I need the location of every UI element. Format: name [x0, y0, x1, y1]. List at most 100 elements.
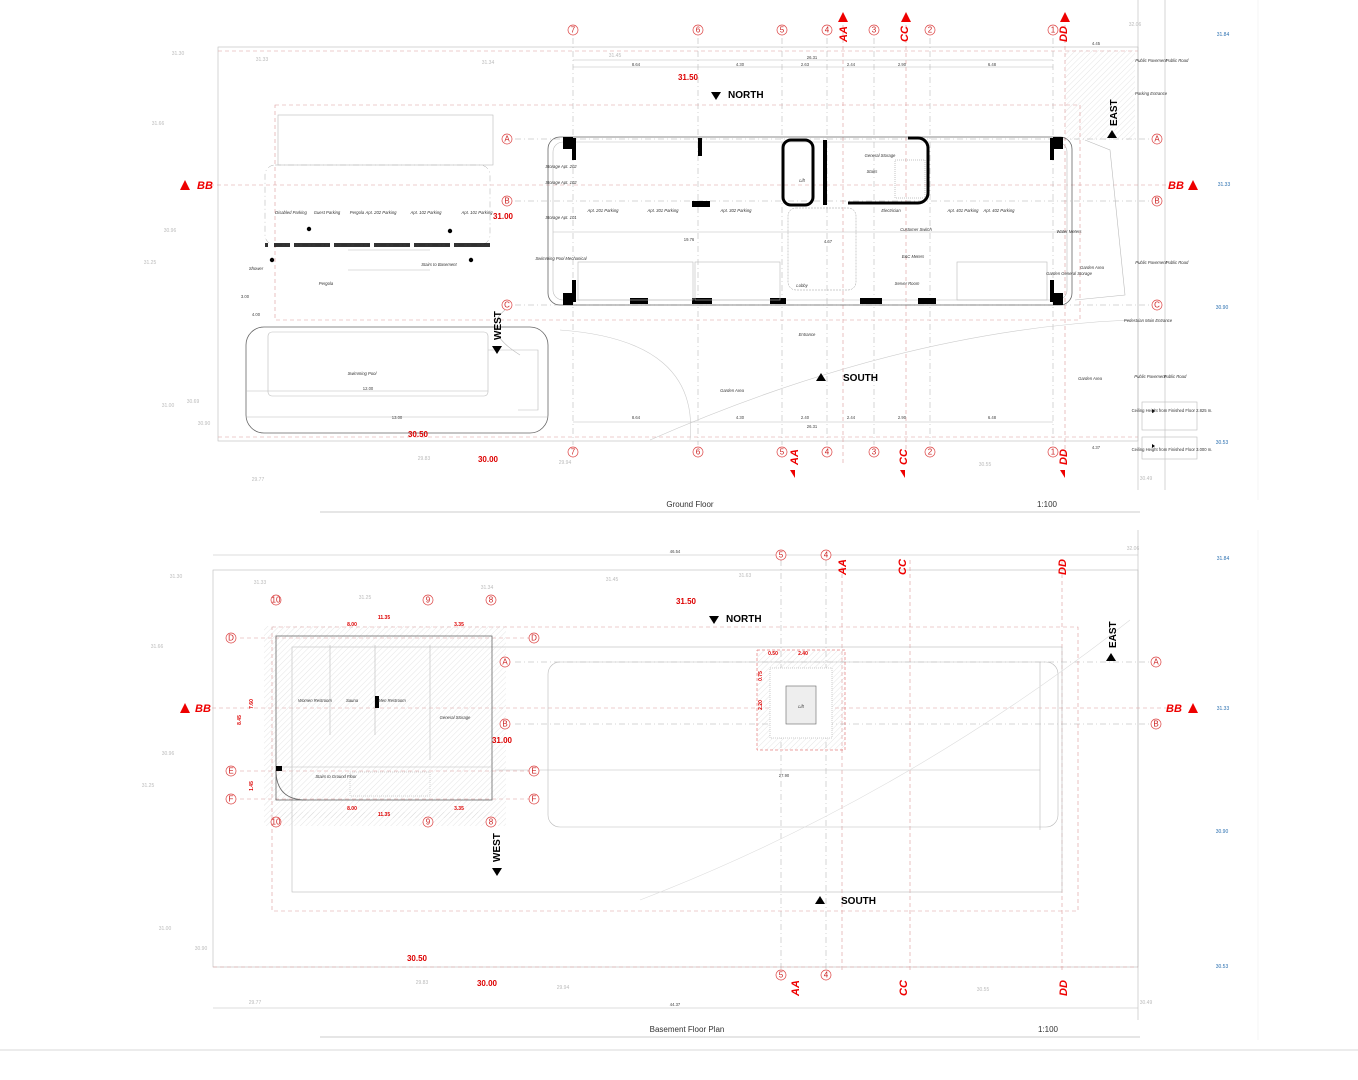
- drawing-line: [1047, 446, 1059, 458]
- level-labels: 31.50 31.00 30.50 30.00: [408, 73, 699, 464]
- label-basement-directions-south: SOUTH: [841, 896, 876, 907]
- direction-labels: NORTH SOUTH WEST EAST: [492, 614, 1119, 907]
- label-basement-dimensions-12: 0.75: [758, 671, 764, 681]
- drawing-line: [692, 24, 704, 36]
- drawing-line: [572, 280, 576, 302]
- label-ground-site_labels-2: Parking Entrance: [1135, 91, 1168, 96]
- grid-markers-top: 7 6 5 4 3 2 1: [567, 24, 1059, 36]
- drawing-line: [1151, 299, 1163, 311]
- label-basement-contours-7: 30.96: [162, 751, 175, 757]
- label-basement-grid_numbers-0: 10: [272, 596, 281, 605]
- label-ground-dimensions-6: 6.48: [988, 62, 997, 67]
- label-basement-rooms-5: Lift: [798, 704, 804, 709]
- label-ground-rooms-19: Garden Area: [1080, 265, 1104, 270]
- label-ground-levels-l2: 31.00: [493, 212, 514, 221]
- drawing-line: [649, 319, 1131, 441]
- grid-label: 7: [571, 26, 576, 35]
- drawing-line: [528, 765, 540, 777]
- label-ground-site_labels-0: Public Pavement: [1135, 58, 1167, 63]
- plan-scale: 1:100: [1038, 1025, 1059, 1034]
- drawing-line: [692, 201, 710, 207]
- drawing-line: [1060, 470, 1065, 478]
- grid-label: 7: [571, 448, 576, 457]
- label-ground-grid_letters-1: B: [1154, 197, 1159, 206]
- label-ground-rooms-2: Storage Apt. 101: [545, 215, 576, 220]
- grid-label: 3: [872, 26, 877, 35]
- label-ground-dimensions-8: 4.67: [824, 239, 833, 244]
- label-basement-dimensions-3: 8.00: [347, 622, 357, 628]
- label-basement-grid_numbers-3: 5: [779, 971, 784, 980]
- label-ground-rooms-3: Swimming Pool Mechanical: [535, 256, 587, 261]
- drawing-line: [268, 243, 274, 247]
- north-arrow-icon: [711, 92, 721, 100]
- grid-label: 6: [696, 448, 701, 457]
- drawing-line: [499, 656, 511, 668]
- contour-levels: 31.30 31.33 31.34 31.45 31.66 30.96 31.2…: [144, 22, 1231, 483]
- drawing-line: [692, 446, 704, 458]
- plan-title: Basement Floor Plan: [650, 1025, 725, 1034]
- label-basement-contours-11: 29.77: [249, 1000, 262, 1006]
- label-ground-rooms-31: Garden Area: [1078, 376, 1102, 381]
- grid-label: 5: [780, 26, 785, 35]
- pool-deck: [245, 326, 549, 434]
- west-label: WEST: [493, 311, 504, 340]
- room-labels: Women Restroom Sauna Men Restroom Genera…: [298, 698, 805, 779]
- label-basement-directions-east: EAST: [1108, 621, 1119, 648]
- label-ground-site_labels-6: Public Pavement: [1134, 374, 1166, 379]
- label-basement-sections-bb: BB: [1166, 703, 1182, 715]
- drawing-line: [868, 446, 880, 458]
- label-ground-contours-0: 31.30: [172, 51, 185, 57]
- label-basement-grid_letters-3: E: [228, 767, 233, 776]
- label-ground-rooms-28: Swimming Pool: [348, 371, 378, 376]
- drawing-line: [559, 329, 691, 441]
- label-ground-grid_letters-2: C: [1154, 301, 1160, 310]
- drawing-line: [1141, 401, 1198, 431]
- label-basement-grid_letters-4: F: [532, 795, 537, 804]
- grid-markers-bottom: 7 6 5 4 3 2 1: [567, 446, 1059, 458]
- drawing-line: [820, 549, 832, 561]
- label-basement-contours-12: 29.83: [416, 980, 429, 986]
- label-ground-contours-1: 31.33: [256, 57, 269, 63]
- east-label: EAST: [1109, 99, 1120, 126]
- ceiling-height-note: Ceiling Height from Finished Floor 3.000…: [1132, 447, 1213, 452]
- drawing-line: [422, 816, 434, 828]
- drawing-line: [552, 141, 1068, 301]
- drawing-line: [447, 228, 453, 234]
- drawing-line: [577, 261, 694, 301]
- drawing-line: [924, 24, 936, 36]
- label-basement-contours_blue-2: 30.90: [1216, 829, 1229, 835]
- label-ground-contours-5: 30.96: [164, 228, 177, 234]
- label-basement-sections-cc: CC: [898, 979, 910, 996]
- label-ground-rooms-27: Pergola: [319, 281, 334, 286]
- drawing-line: [1047, 24, 1059, 36]
- label-basement-grid_letters-0: D: [228, 634, 234, 643]
- label-ground-dimensions-7: 19.76: [684, 237, 695, 242]
- north-arrow-icon: [709, 616, 719, 624]
- label-ground-contours-7: 31.00: [162, 403, 175, 409]
- label-basement-rooms-2: Men Restroom: [378, 698, 406, 703]
- label-ground-levels-l1: 31.50: [678, 73, 699, 82]
- label-basement-contours-5: 31.63: [739, 573, 752, 579]
- label-ground-rooms-10: Electrician: [881, 208, 901, 213]
- label-basement-directions-west: WEST: [492, 833, 503, 862]
- label-ground-grid_letters-2: C: [504, 301, 510, 310]
- label-ground-rooms-5: Apt. 301 Parking: [647, 208, 680, 213]
- south-label: SOUTH: [843, 373, 878, 384]
- label-basement-contours-15: 30.49: [1140, 1000, 1153, 1006]
- label-ground-dimensions-20: 3.00: [241, 294, 250, 299]
- drawing-line: [270, 816, 282, 828]
- dimension-labels: 26.31 8.64 4.30 2.63 2.44 2.90 6.48 19.7…: [241, 41, 1101, 450]
- drawing-line: [306, 226, 312, 232]
- label-ground-rooms-12: E&C Meters: [902, 254, 925, 259]
- label-ground-contours_blue-0: 31.84: [1217, 32, 1230, 38]
- label-ground-sections-cc: CC: [898, 448, 910, 465]
- drawing-line: [1050, 280, 1054, 302]
- site-labels: Public Pavement Public Road Parking Entr…: [1124, 58, 1189, 379]
- drawing-line: [277, 114, 494, 166]
- ground-floor-plan: 7 6 5 4 3 2 1 7 6 5 4 3 2 1 A B C A B C: [144, 0, 1259, 513]
- label-ground-rooms-16: Apt. 402 Parking: [983, 208, 1016, 213]
- section-arrow-icon: [1060, 12, 1070, 22]
- grid-label: 4: [825, 448, 830, 457]
- label-ground-rooms-7: Lift: [799, 178, 805, 183]
- label-ground-rooms-14: Lobby: [796, 283, 808, 288]
